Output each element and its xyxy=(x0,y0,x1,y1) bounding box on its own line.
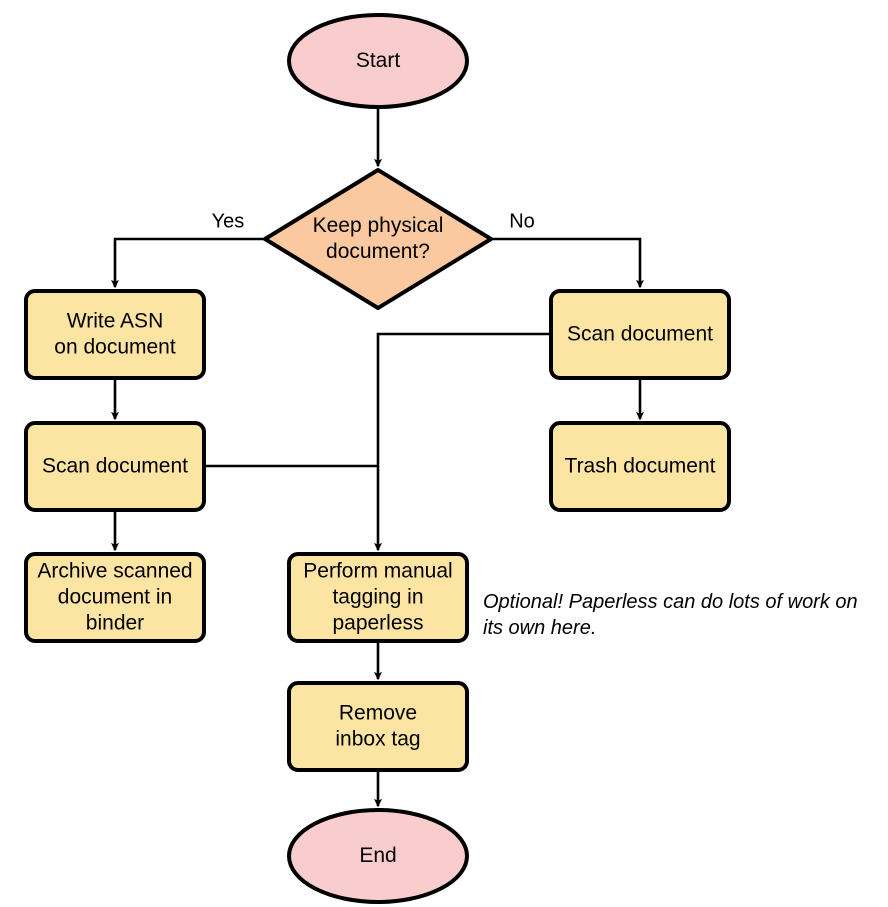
process-shape xyxy=(287,552,469,643)
terminator-shape xyxy=(287,13,469,109)
process-shape xyxy=(24,421,206,512)
node-label-line: Keep physical xyxy=(313,214,444,237)
node-label-line: Scan document xyxy=(42,454,188,477)
node-manual-tagging: Perform manual tagging in paperless xyxy=(287,552,469,643)
node-label-line: Remove xyxy=(339,701,417,724)
node-start: Start xyxy=(287,13,469,109)
node-label-line: Archive scanned xyxy=(37,559,192,582)
decision-shape xyxy=(263,168,493,310)
connector-line xyxy=(111,237,265,289)
connector-line xyxy=(491,237,644,289)
edge-scan-right-to-tagging xyxy=(374,332,551,552)
node-label-line: paperless xyxy=(332,611,423,634)
node-label: Write ASN on document xyxy=(54,309,176,358)
node-label-line: End xyxy=(359,844,396,867)
process-shape xyxy=(549,289,731,380)
node-label-line: Scan document xyxy=(567,322,713,345)
node-scan-document-right: Scan document xyxy=(549,289,731,380)
connector-line xyxy=(374,332,551,552)
node-label: Perform manual tagging in paperless xyxy=(303,559,452,634)
node-label-line: inbox tag xyxy=(335,727,420,750)
node-label: Archive scanned document in binder xyxy=(37,559,192,634)
node-label-line: tagging in xyxy=(332,585,423,608)
edge-label: No xyxy=(509,210,535,232)
process-shape xyxy=(549,421,731,512)
node-scan-document-left: Scan document xyxy=(24,421,206,512)
node-label-line: document in xyxy=(58,585,172,608)
node-label-line: Start xyxy=(356,49,401,72)
node-label: Remove inbox tag xyxy=(335,701,420,750)
node-end: End xyxy=(287,808,469,904)
node-label-line: binder xyxy=(86,611,144,634)
node-label-line: document? xyxy=(326,240,430,263)
process-shape xyxy=(24,289,206,380)
edges-layer: Yes No xyxy=(111,107,644,808)
edge-label: Yes xyxy=(212,210,245,232)
node-label-line: on document xyxy=(54,335,176,358)
node-archive-scanned: Archive scanned document in binder xyxy=(24,552,206,643)
node-decision-keep-physical: Keep physical document? xyxy=(263,168,493,310)
edge-decision-no: No xyxy=(491,210,644,289)
terminator-shape xyxy=(287,808,469,904)
node-label: End xyxy=(359,844,396,867)
process-shape xyxy=(24,552,206,643)
node-remove-inbox-tag: Remove inbox tag xyxy=(287,681,469,772)
node-label: Keep physical document? xyxy=(313,214,444,263)
node-label: Scan document xyxy=(42,454,188,477)
node-write-asn: Write ASN on document xyxy=(24,289,206,380)
note-optional: Optional! Paperless can do lots of work … xyxy=(483,591,858,639)
notes-layer: Optional! Paperless can do lots of work … xyxy=(483,591,858,639)
node-label-line: Perform manual xyxy=(303,559,452,582)
node-label-line: Write ASN xyxy=(67,309,163,332)
edge-decision-yes: Yes xyxy=(111,210,265,289)
node-trash-document: Trash document xyxy=(549,421,731,512)
process-shape xyxy=(287,681,469,772)
note-line: Optional! Paperless can do lots of work … xyxy=(483,591,858,613)
node-label: Trash document xyxy=(565,454,716,477)
node-label-line: Trash document xyxy=(565,454,716,477)
node-label: Scan document xyxy=(567,322,713,345)
node-label: Start xyxy=(356,49,401,72)
note-line: its own here. xyxy=(483,617,596,639)
